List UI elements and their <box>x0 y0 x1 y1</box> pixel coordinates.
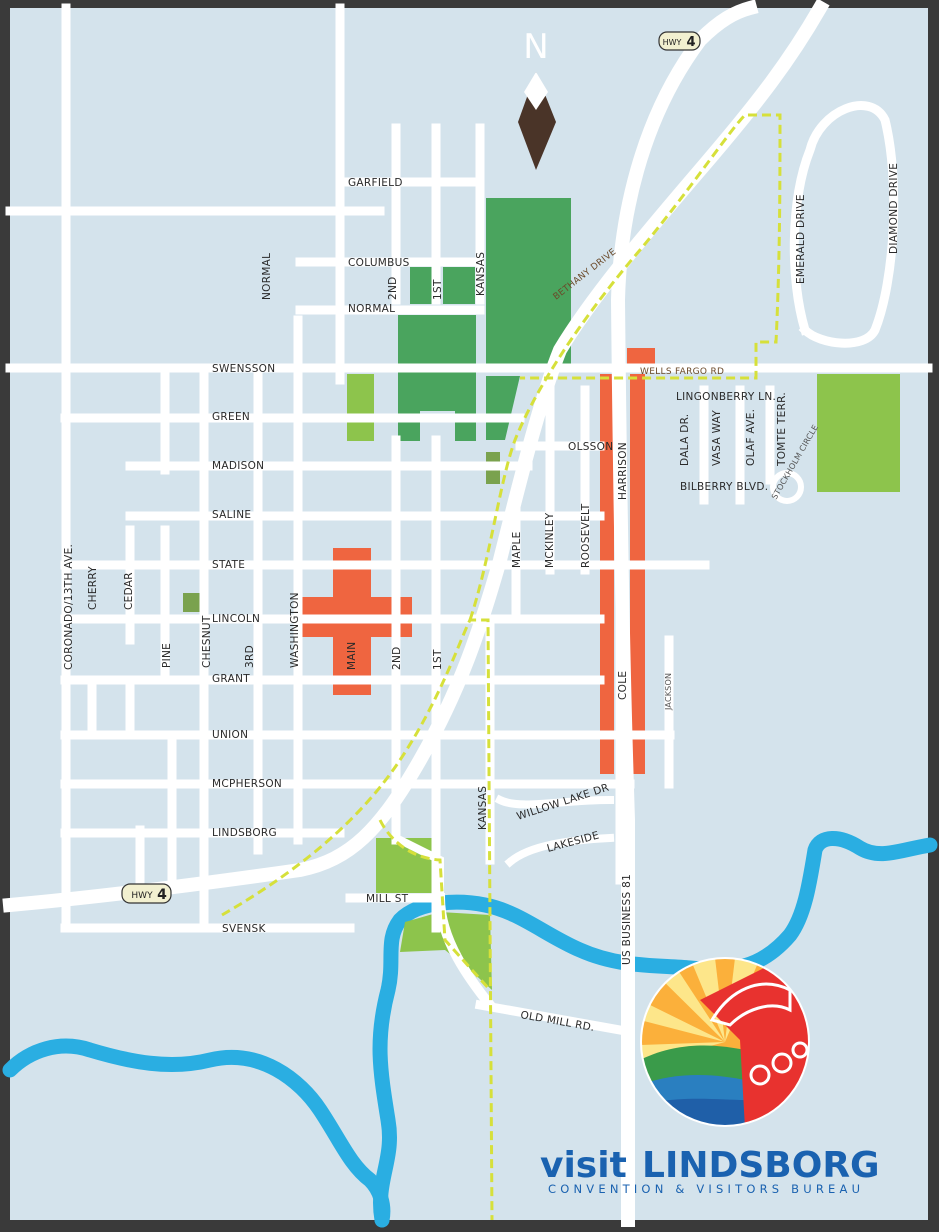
park-riverside <box>400 912 492 990</box>
park-north-kansas <box>486 198 571 368</box>
svg-text:4: 4 <box>157 887 167 903</box>
street-olsson: OLSSON <box>568 441 613 453</box>
street-coronado: CORONADO/13TH AVE. <box>63 544 75 670</box>
street-garfield: GARFIELD <box>348 177 403 189</box>
street-roosevelt: ROOSEVELT <box>580 503 592 568</box>
park-kansas-south <box>486 376 520 440</box>
highway-shield-icon: HWY 4 <box>658 31 701 51</box>
hike-bike-trail <box>221 113 782 1221</box>
street-kansas-south: KANSAS <box>477 786 489 830</box>
lindsborg-logo-emblem <box>640 957 810 1127</box>
street-lincoln: LINCOLN <box>212 613 260 625</box>
street-wells-fargo: WELLS FARGO RD <box>640 367 724 377</box>
brand-town: LINDSBORG <box>642 1145 880 1186</box>
street-1st-north: 1ST <box>432 279 444 300</box>
street-svensk: SVENSK <box>222 923 267 935</box>
street-2nd: 2ND <box>391 646 403 670</box>
street-saline: SALINE <box>212 509 251 521</box>
svg-text:HWY: HWY <box>131 891 153 901</box>
svg-text:4: 4 <box>686 35 695 50</box>
street-2nd-north: 2ND <box>387 276 399 300</box>
park-block-a <box>410 267 432 304</box>
brand-tagline: CONVENTION & VISITORS BUREAU <box>548 1182 864 1196</box>
street-lingonberry: LINGONBERRY LN. <box>676 391 776 403</box>
street-chesnut: CHESNUT <box>201 615 213 668</box>
street-tomte: TOMTE TERR. <box>776 392 788 467</box>
street-kansas-north: KANSAS <box>475 252 487 296</box>
street-madison: MADISON <box>212 460 264 472</box>
smoky-hill-river <box>2 831 938 1228</box>
highway-shield-icon: HWY 4 <box>121 883 172 904</box>
street-emerald: EMERALD DRIVE <box>795 194 807 284</box>
street-dala: DALA DR. <box>679 414 691 466</box>
brand-visit: visit <box>540 1145 627 1186</box>
street-mill: MILL ST <box>366 893 409 905</box>
parks <box>183 198 900 990</box>
street-olaf: OLAF AVE. <box>745 409 757 466</box>
street-washington: WASHINGTON <box>289 592 301 668</box>
street-green: GREEN <box>212 411 250 423</box>
park-east <box>817 374 900 492</box>
branding: visit LINDSBORG CONVENTION & VISITORS BU… <box>540 1145 880 1196</box>
street-jackson: JACKSON <box>664 673 673 711</box>
street-lindsborg: LINDSBORG <box>212 827 277 839</box>
street-us-81: US BUSINESS 81 <box>621 874 633 965</box>
street-cherry: CHERRY <box>87 566 99 610</box>
compass-letter: N <box>523 27 548 67</box>
compass-north-arrow-icon: N <box>518 27 556 170</box>
street-normal-ns: NORMAL <box>261 253 273 300</box>
street-union: UNION <box>212 729 248 741</box>
street-state: STATE <box>212 559 245 571</box>
park-main-north <box>347 374 374 441</box>
street-bilberry: BILBERRY BLVD. <box>680 481 768 493</box>
street-1st: 1ST <box>432 649 444 670</box>
park-bethany-campus <box>398 315 476 411</box>
street-mcpherson: MCPHERSON <box>212 778 282 790</box>
street-mckinley: MCKINLEY <box>544 512 556 568</box>
street-cole: COLE <box>617 671 629 700</box>
street-labels-ns: NORMAL 2ND 1ST KANSAS CORONADO/13TH AVE.… <box>63 163 900 965</box>
park-chesnut <box>183 593 201 612</box>
street-normal-ew: NORMAL <box>348 303 395 315</box>
park-block-b <box>443 267 475 304</box>
street-vasa: VASA WAY <box>711 410 723 466</box>
street-main: MAIN <box>346 642 358 670</box>
svg-text:HWY: HWY <box>663 38 682 47</box>
street-maple: MAPLE <box>511 531 523 568</box>
street-cedar: CEDAR <box>123 572 135 610</box>
park-mill <box>376 838 433 893</box>
street-pine: PINE <box>161 643 173 668</box>
street-swensson: SWENSSON <box>212 363 275 375</box>
street-diamond: DIAMOND DRIVE <box>888 163 900 254</box>
street-grant: GRANT <box>212 673 250 685</box>
street-3rd: 3RD <box>244 645 256 668</box>
street-columbus: COLUMBUS <box>348 257 410 269</box>
street-harrison: HARRISON <box>617 442 629 500</box>
